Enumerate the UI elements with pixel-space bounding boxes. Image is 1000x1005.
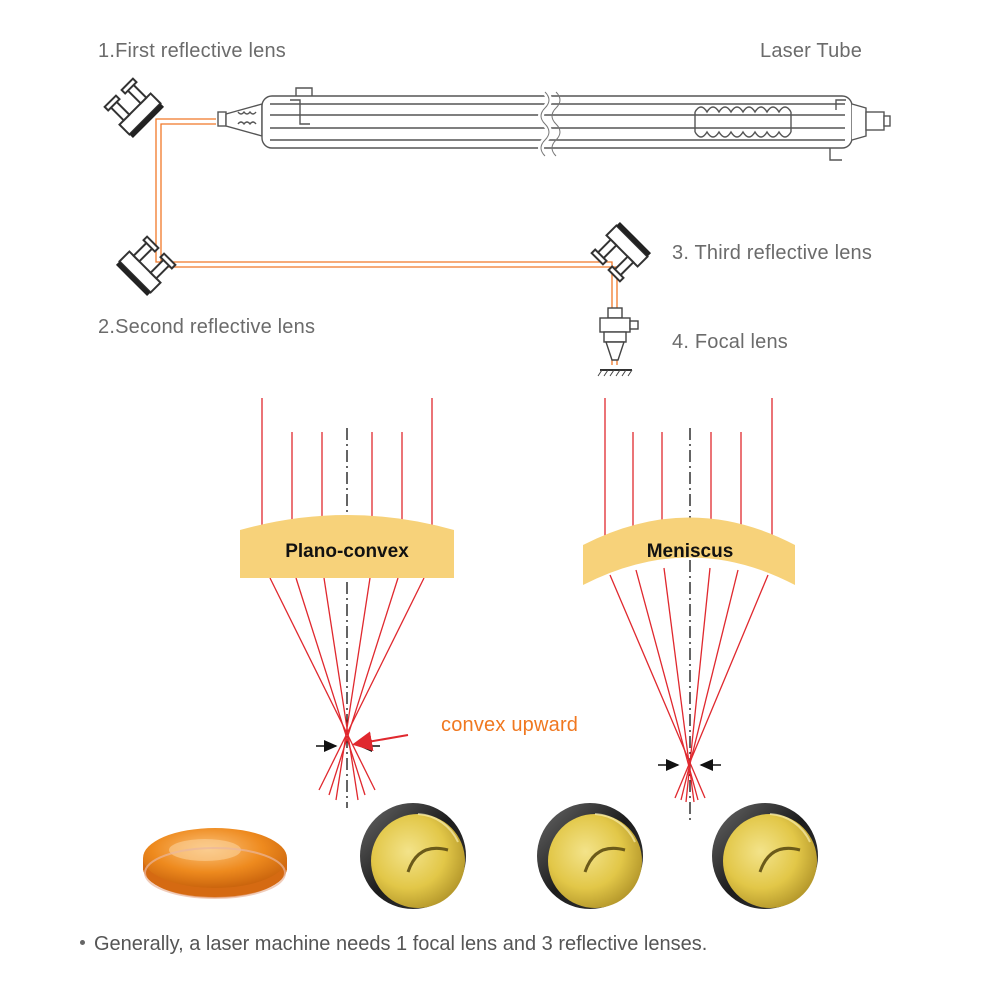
focal-lens-label: 4. Focal lens [672,331,788,353]
first-mirror-mount-icon [102,76,166,140]
laser-tube-icon [217,87,891,161]
plano-convex-label: Plano-convex [285,541,409,562]
third-reflective-lens-label: 3. Third reflective lens [672,242,873,264]
second-mirror-mount-icon [114,234,178,298]
footer-note: Generally, a laser machine needs 1 focal… [80,933,707,956]
bullet-icon [80,940,85,946]
plano-convex-diagram: Plano-convex [240,398,454,808]
reflective-lens-photo-icon-1 [360,803,466,909]
reflective-lens-photo-icon-2 [537,803,643,909]
reflective-lens-photo-icon-3 [712,803,818,909]
meniscus-label: Meniscus [647,541,734,562]
focal-lens-photo-icon [143,828,287,899]
meniscus-diagram: Meniscus [583,398,795,820]
convex-upward-label: convex upward [441,714,579,736]
third-mirror-mount-icon [589,220,653,284]
second-reflective-lens-label: 2.Second reflective lens [98,316,316,338]
focus-head-icon [597,307,639,377]
first-reflective-lens-label: 1.First reflective lens [98,40,286,62]
footer-note-text: Generally, a laser machine needs 1 focal… [94,933,708,955]
laser-tube-label: Laser Tube [760,40,863,62]
